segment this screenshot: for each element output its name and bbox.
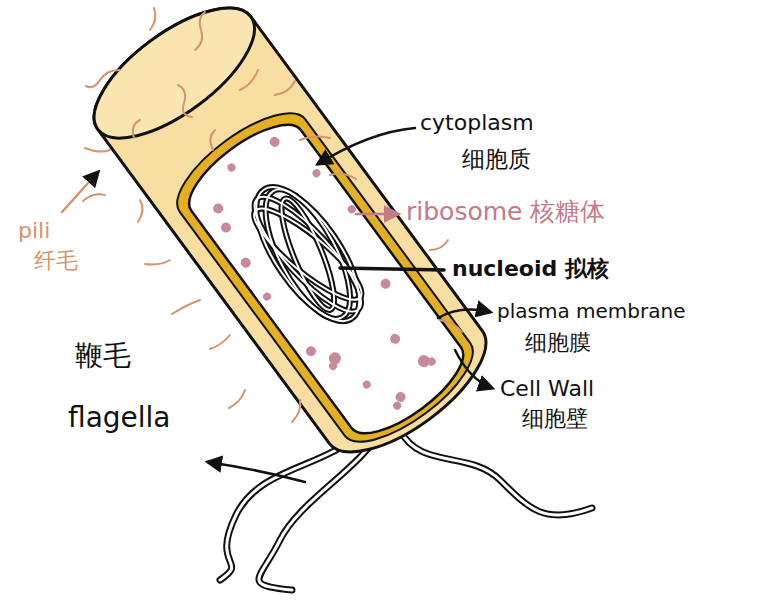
part-label: plasma membrane [497, 300, 685, 323]
part-label: Cell Wall [500, 376, 594, 401]
part-label: cytoplasm [420, 110, 534, 135]
leader-lines [62, 128, 492, 482]
part-label: 细胞质 [462, 146, 531, 172]
part-label: ribosome 核糖体 [406, 198, 605, 227]
part-label: 细胞壁 [522, 406, 588, 431]
pili-hairs [83, 8, 462, 422]
part-label: flagella [68, 402, 171, 434]
part-label: pili [18, 218, 50, 243]
part-label: 细胞膜 [525, 330, 591, 355]
nucleoid-coil [230, 168, 385, 340]
part-label: 纤毛 [34, 248, 78, 273]
part-label: 鞭毛 [75, 340, 131, 372]
part-label: nucleoid 拟核 [452, 256, 609, 281]
flagella-strands [220, 420, 592, 590]
